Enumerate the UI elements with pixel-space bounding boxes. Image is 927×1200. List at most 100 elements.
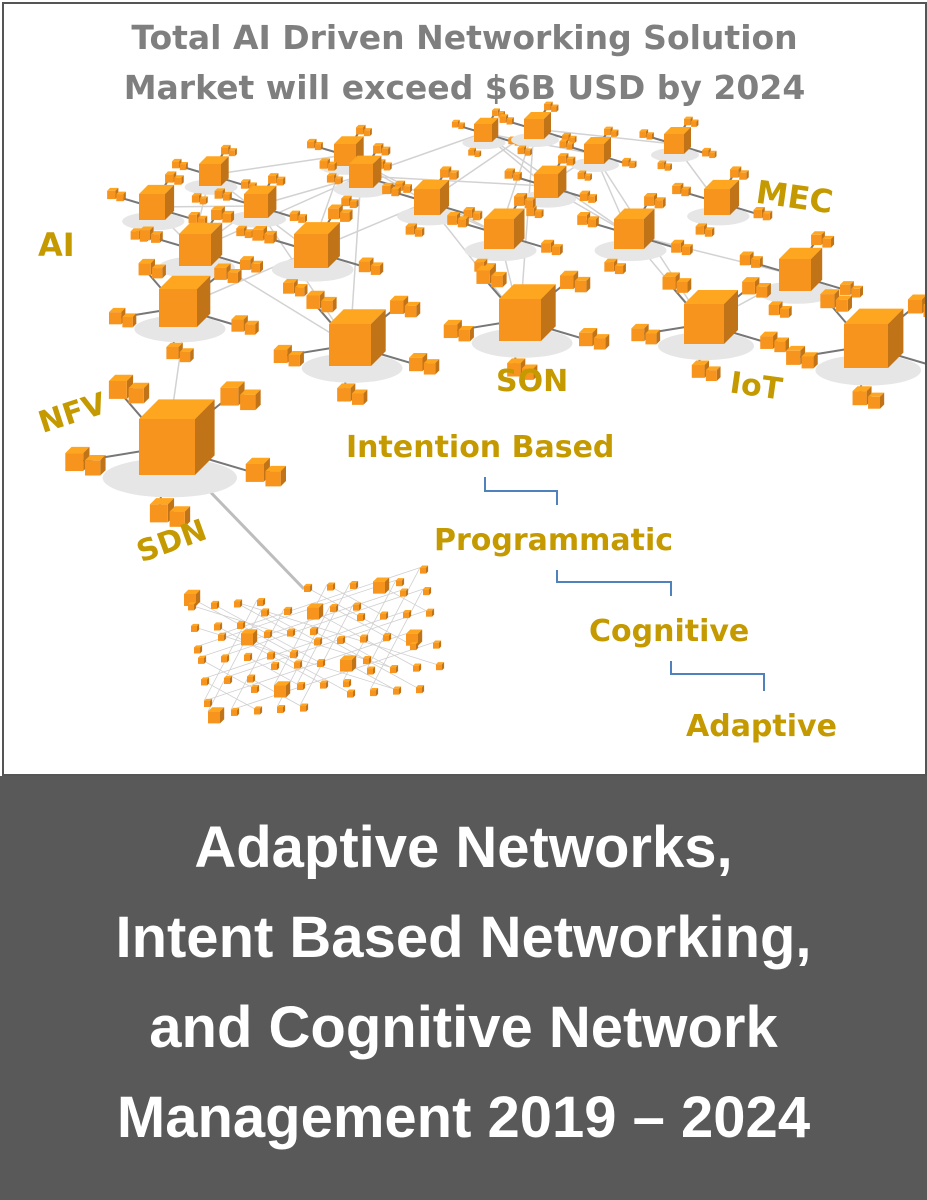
network-node-cube-icon (566, 142, 574, 150)
stage-programmatic: Programmatic (434, 523, 674, 558)
network-node-cube-icon (347, 689, 356, 698)
network-node-cube-icon (380, 611, 389, 620)
network-node-cube-icon (357, 612, 366, 622)
report-title-line-1: Adaptive Networks, (194, 815, 733, 880)
network-link (299, 604, 354, 706)
cover-illustration-panel: Total AI Driven Networking Solution Mark… (2, 2, 927, 776)
network-node-cube-icon (240, 179, 251, 189)
network-cluster-icon (462, 136, 506, 150)
tag-iot: IoT (727, 365, 785, 408)
network-node-cube-icon (383, 162, 392, 171)
network-node-cube-icon (224, 675, 233, 684)
network-node-cube-icon (290, 650, 299, 659)
network-node-cube-icon (307, 603, 324, 620)
stage-intention-based: Intention Based (346, 430, 615, 465)
network-link (296, 582, 351, 685)
network-node-cube-icon (251, 260, 264, 273)
network-node-cube-icon (208, 707, 225, 724)
network-cluster-icon (511, 133, 559, 147)
network-node-cube-icon (214, 263, 231, 280)
network-node-cube-icon (139, 399, 215, 475)
network-node-cube-icon (304, 583, 313, 592)
network-node-cube-icon (774, 337, 790, 353)
network-node-cube-icon (381, 146, 391, 156)
network-node-cube-icon (423, 359, 440, 375)
network-node-cube-icon (194, 645, 203, 654)
network-node-cube-icon (271, 661, 280, 670)
network-node-cube-icon (244, 185, 277, 218)
network-node-cube-icon (264, 230, 277, 244)
network-node-cube-icon (413, 663, 422, 672)
network-link (356, 614, 411, 645)
network-node-cube-icon (165, 171, 177, 183)
network-node-cube-icon (298, 214, 308, 223)
stage-connector-line (670, 661, 765, 691)
network-node-cube-icon (65, 446, 90, 472)
network-node-cube-icon (593, 334, 610, 350)
network-node-cube-icon (426, 608, 435, 617)
network-node-cube-icon (251, 684, 260, 693)
network-node-cube-icon (779, 306, 792, 318)
network-cluster-icon (815, 354, 921, 386)
report-title-line-2: Intent Based Networking, (115, 905, 812, 970)
network-node-cube-icon (223, 191, 232, 201)
network-link (203, 599, 258, 702)
network-node-cube-icon (524, 112, 551, 139)
network-node-cube-icon (363, 656, 372, 665)
network-node-cube-icon (835, 295, 852, 312)
network-node-cube-icon (639, 129, 649, 138)
report-title-line-3: and Cognitive Network (149, 995, 778, 1060)
network-node-cube-icon (319, 158, 330, 169)
network-link (210, 602, 265, 633)
network-node-cube-icon (458, 325, 474, 342)
network-link (260, 610, 315, 640)
network-link (233, 601, 288, 631)
network-node-cube-icon (524, 148, 532, 156)
network-node-cube-icon (474, 117, 499, 142)
network-node-cube-icon (569, 135, 577, 144)
network-node-cube-icon (254, 706, 263, 715)
network-node-cube-icon (614, 208, 655, 249)
network-node-cube-icon (664, 163, 672, 171)
network-node-cube-icon (551, 244, 563, 256)
network-link (326, 584, 381, 614)
network-node-cube-icon (499, 284, 556, 341)
network-illustration (65, 101, 925, 724)
network-node-cube-icon (406, 629, 423, 646)
network-link (197, 590, 401, 659)
network-link (213, 624, 268, 654)
network-node-cube-icon (681, 186, 691, 197)
network-cluster-icon (571, 158, 619, 172)
network-node-cube-icon (373, 577, 390, 594)
network-node-cube-icon (287, 628, 296, 637)
network-node-cube-icon (244, 320, 259, 335)
headline-line-1: Total AI Driven Networking Solution (131, 18, 798, 57)
network-node-cube-icon (579, 190, 591, 201)
network-node-cube-icon (410, 642, 419, 651)
network-cluster-icon (134, 315, 226, 343)
tag-ai: AI (38, 226, 75, 264)
network-node-cube-icon (265, 465, 287, 487)
title-panel: Adaptive Networks, Intent Based Networki… (0, 776, 927, 1200)
network-node-cube-icon (218, 632, 227, 641)
network-node-cube-icon (756, 282, 771, 298)
network-node-cube-icon (584, 173, 592, 181)
network-node-cube-icon (314, 637, 323, 646)
network-node-cube-icon (436, 662, 445, 671)
network-node-cube-icon (151, 231, 163, 243)
network-node-cube-icon (822, 235, 835, 248)
network-link (200, 679, 255, 709)
network-node-cube-icon (420, 565, 429, 574)
network-node-cube-icon (257, 597, 266, 607)
tag-son: SON (496, 364, 569, 399)
network-cluster-icon (102, 458, 237, 498)
network-node-cube-icon (513, 171, 522, 181)
network-node-cube-icon (577, 211, 591, 225)
network-node-cube-icon (524, 197, 536, 209)
network-node-cube-icon (574, 276, 591, 293)
network-node-cube-icon (704, 179, 740, 215)
network-node-cube-icon (221, 654, 230, 663)
network-node-cube-icon (350, 581, 359, 590)
stage-connector-line (556, 570, 672, 596)
network-node-cube-icon (370, 688, 379, 697)
